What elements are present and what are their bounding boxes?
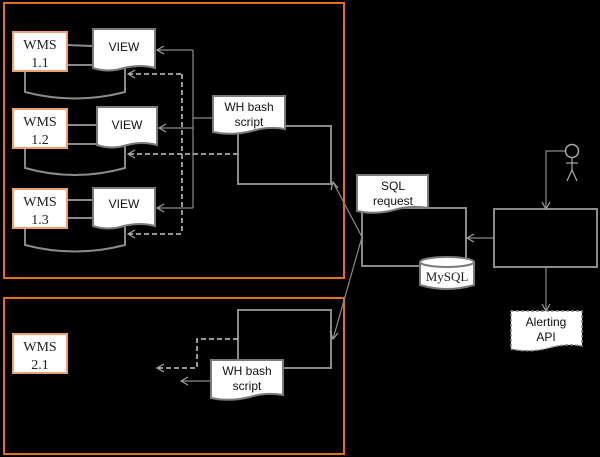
wms-1-2-label2: 1.2 xyxy=(31,133,49,148)
service-to-alerting-connector xyxy=(541,267,551,313)
wh-script-2-line2: script xyxy=(233,379,262,393)
wh-process-1-box xyxy=(237,125,332,185)
wms-1-2-cylinder xyxy=(24,122,126,176)
alerting-line1: Alerting xyxy=(526,315,567,329)
wh-script-2-line1: WH bash xyxy=(222,364,271,378)
service-to-sql-connector xyxy=(465,233,494,243)
view-1-3-document: VIEW xyxy=(92,187,156,230)
wms-1-2-node: WMS 1.2 xyxy=(12,108,68,149)
wms-2-1-node: WMS 2.1 xyxy=(12,333,68,374)
actor-to-service-connector xyxy=(541,150,565,211)
alerting-api-document: Alerting API xyxy=(510,310,583,352)
wms-1-1-label2: 1.1 xyxy=(31,56,49,71)
wh-script-1-line1: WH bash xyxy=(224,100,273,114)
wms-1-3-cylinder xyxy=(24,198,126,253)
alerting-line2: API xyxy=(536,330,555,344)
wms-1-1-label1: WMS xyxy=(23,38,56,53)
mysql-database-icon: MySQL xyxy=(419,256,475,290)
wms-1-3-label1: WMS xyxy=(23,195,56,210)
sql-request-document: SQL request xyxy=(356,174,429,214)
wms-1-1-node: WMS 1.1 xyxy=(12,31,68,72)
wms-1-3-label2: 1.3 xyxy=(31,213,49,228)
view-1-2-label: VIEW xyxy=(112,118,143,132)
wh-bash-script-1-document: WH bash script xyxy=(212,95,286,135)
sql-to-wh-connectors xyxy=(329,180,363,341)
script-to-views-connector xyxy=(155,45,213,213)
wms-2-1-label1: WMS xyxy=(23,340,56,355)
wms-1-3-node: WMS 1.3 xyxy=(12,188,68,229)
view-1-1-label: VIEW xyxy=(109,40,140,54)
mysql-label: MySQL xyxy=(426,269,469,284)
dashed-return-connector xyxy=(126,69,238,239)
view-1-3-label: VIEW xyxy=(109,197,140,211)
sql-request-line2: request xyxy=(373,194,414,208)
wms-1-2-label1: WMS xyxy=(23,115,56,130)
alert-service-box xyxy=(493,208,598,268)
wms-2-1-label2: 2.1 xyxy=(31,358,49,373)
group2-frame xyxy=(3,297,345,455)
sql-request-line1: SQL xyxy=(381,179,405,193)
view-1-2-document: VIEW xyxy=(96,106,158,149)
wh-script-1-line2: script xyxy=(235,115,264,129)
group1-frame xyxy=(3,2,345,279)
group2-connectors xyxy=(155,338,238,386)
wh-bash-script-2-document: WH bash script xyxy=(210,359,284,401)
view-1-1-document: VIEW xyxy=(92,28,156,72)
wms-1-1-cylinder xyxy=(24,44,126,100)
user-stick-figure-icon xyxy=(564,143,580,182)
